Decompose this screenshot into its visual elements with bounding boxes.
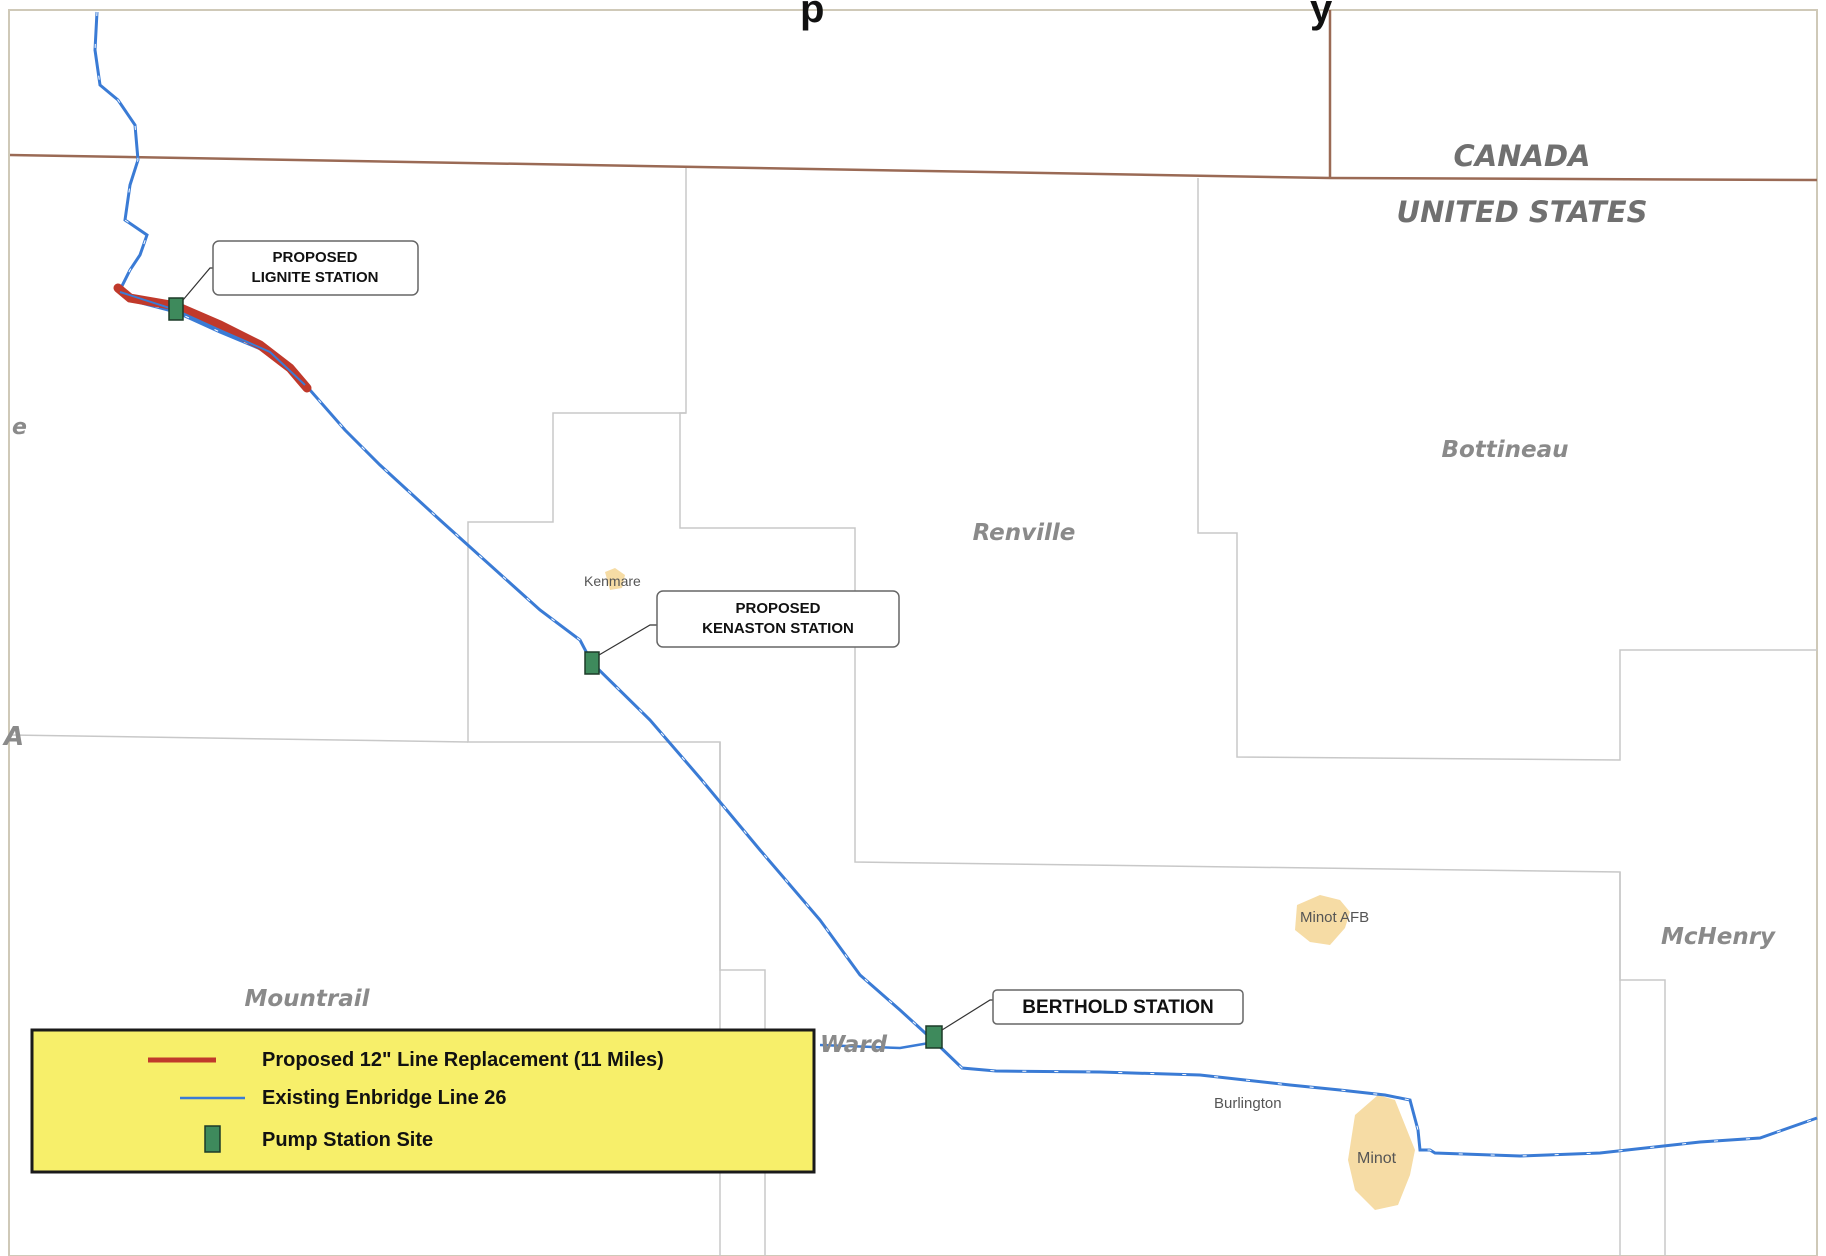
united-states-label: UNITED STATES <box>1397 195 1648 229</box>
berthold-station-marker <box>925 1025 943 1049</box>
kenmare-area <box>605 568 625 590</box>
callout-boxes <box>212 240 1244 1025</box>
proposed-replacement-line-core <box>119 291 306 386</box>
map-title-fragment-2: y <box>1310 0 1333 31</box>
kenaston-label-line1: PROPOSED <box>735 600 820 617</box>
legend-existing-text: Existing Enbridge Line 26 <box>262 1087 507 1109</box>
legend-pump-swatch <box>204 1125 221 1153</box>
minot-afb-label: Minot AFB <box>1300 909 1369 926</box>
bottineau-label: Bottineau <box>1441 437 1568 463</box>
county-boundaries <box>9 168 1817 1256</box>
legend-pump-text: Pump Station Site <box>262 1129 433 1151</box>
lignite-callout <box>212 240 419 296</box>
lignite-label-line1: PROPOSED <box>272 249 357 266</box>
existing-line-26 <box>93 11 1818 1158</box>
kenaston-callout <box>656 590 900 648</box>
ward-label: Ward <box>820 1032 888 1058</box>
map-title-fragment: p <box>800 0 824 31</box>
urban-areas <box>605 568 1415 1210</box>
lignite-station-marker <box>168 297 184 321</box>
kenaston-label-line2: KENASTON STATION <box>702 620 854 637</box>
pump-stations <box>168 297 943 1049</box>
minot-area <box>1348 1095 1415 1210</box>
legend-box <box>30 1028 816 1174</box>
left-edge-label-a: A <box>2 722 24 752</box>
proposed-replacement-line <box>113 283 312 393</box>
canada-label: CANADA <box>1454 139 1591 173</box>
burlington-label: Burlington <box>1214 1095 1282 1112</box>
legend-replacement-text: Proposed 12" Line Replacement (11 Miles) <box>262 1049 664 1071</box>
mountrail-label: Mountrail <box>244 986 370 1012</box>
renville-label: Renville <box>973 520 1076 546</box>
mchenry-label: McHenry <box>1661 924 1776 950</box>
berthold-label: BERTHOLD STATION <box>1022 997 1213 1018</box>
left-edge-label-e: e <box>12 415 27 440</box>
kenmare-label: Kenmare <box>584 573 641 589</box>
lignite-label-line2: LIGNITE STATION <box>252 269 379 286</box>
berthold-callout <box>992 989 1244 1025</box>
minot-afb-area <box>1295 895 1350 945</box>
international-border <box>9 10 1818 182</box>
kenaston-station-marker <box>584 651 600 675</box>
minot-label: Minot <box>1357 1150 1397 1167</box>
